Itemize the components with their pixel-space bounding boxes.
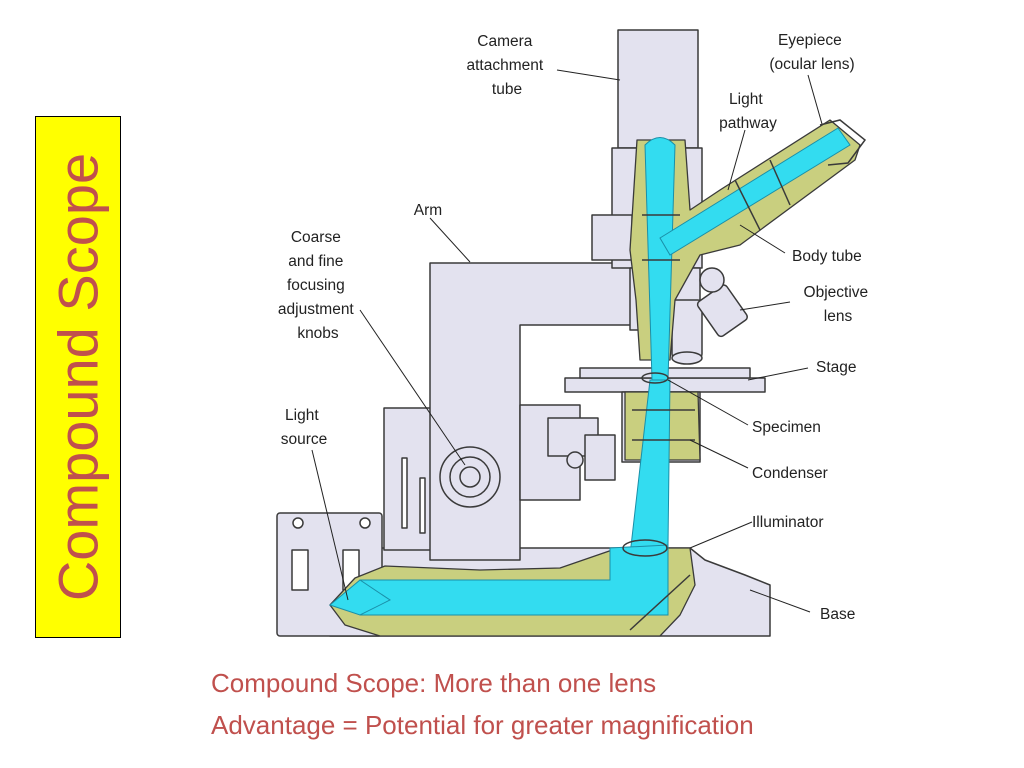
- microscope-diagram: Camera attachment tube Eyepiece (ocular …: [276, 29, 873, 637]
- label-illuminator: Illuminator: [752, 514, 824, 531]
- label-camera: Camera attachment tube: [467, 33, 548, 98]
- label-stage: Stage: [816, 359, 857, 376]
- label-condenser: Condenser: [752, 465, 828, 482]
- label-arm: Arm: [414, 202, 442, 219]
- light-beam: [644, 137, 676, 381]
- label-specimen: Specimen: [752, 419, 821, 436]
- label-eyepiece: Eyepiece (ocular lens): [769, 32, 854, 73]
- caption-line-2: Advantage = Potential for greater magnif…: [211, 710, 754, 740]
- label-coarse: Coarse and fine focusing adjustment knob…: [278, 229, 358, 342]
- caption-line-1: Compound Scope: More than one lens: [211, 668, 657, 698]
- side-title: Compound Scope: [46, 152, 110, 602]
- label-base: Base: [820, 606, 855, 623]
- side-title-box: Compound Scope: [35, 116, 121, 638]
- label-light-pathway: Light pathway: [719, 91, 777, 132]
- label-objective: Objective lens: [804, 284, 873, 325]
- label-light-source: Light source: [281, 407, 328, 448]
- olive-head-path: [629, 119, 861, 361]
- camera-tube: [617, 29, 699, 149]
- label-body-tube: Body tube: [792, 248, 862, 265]
